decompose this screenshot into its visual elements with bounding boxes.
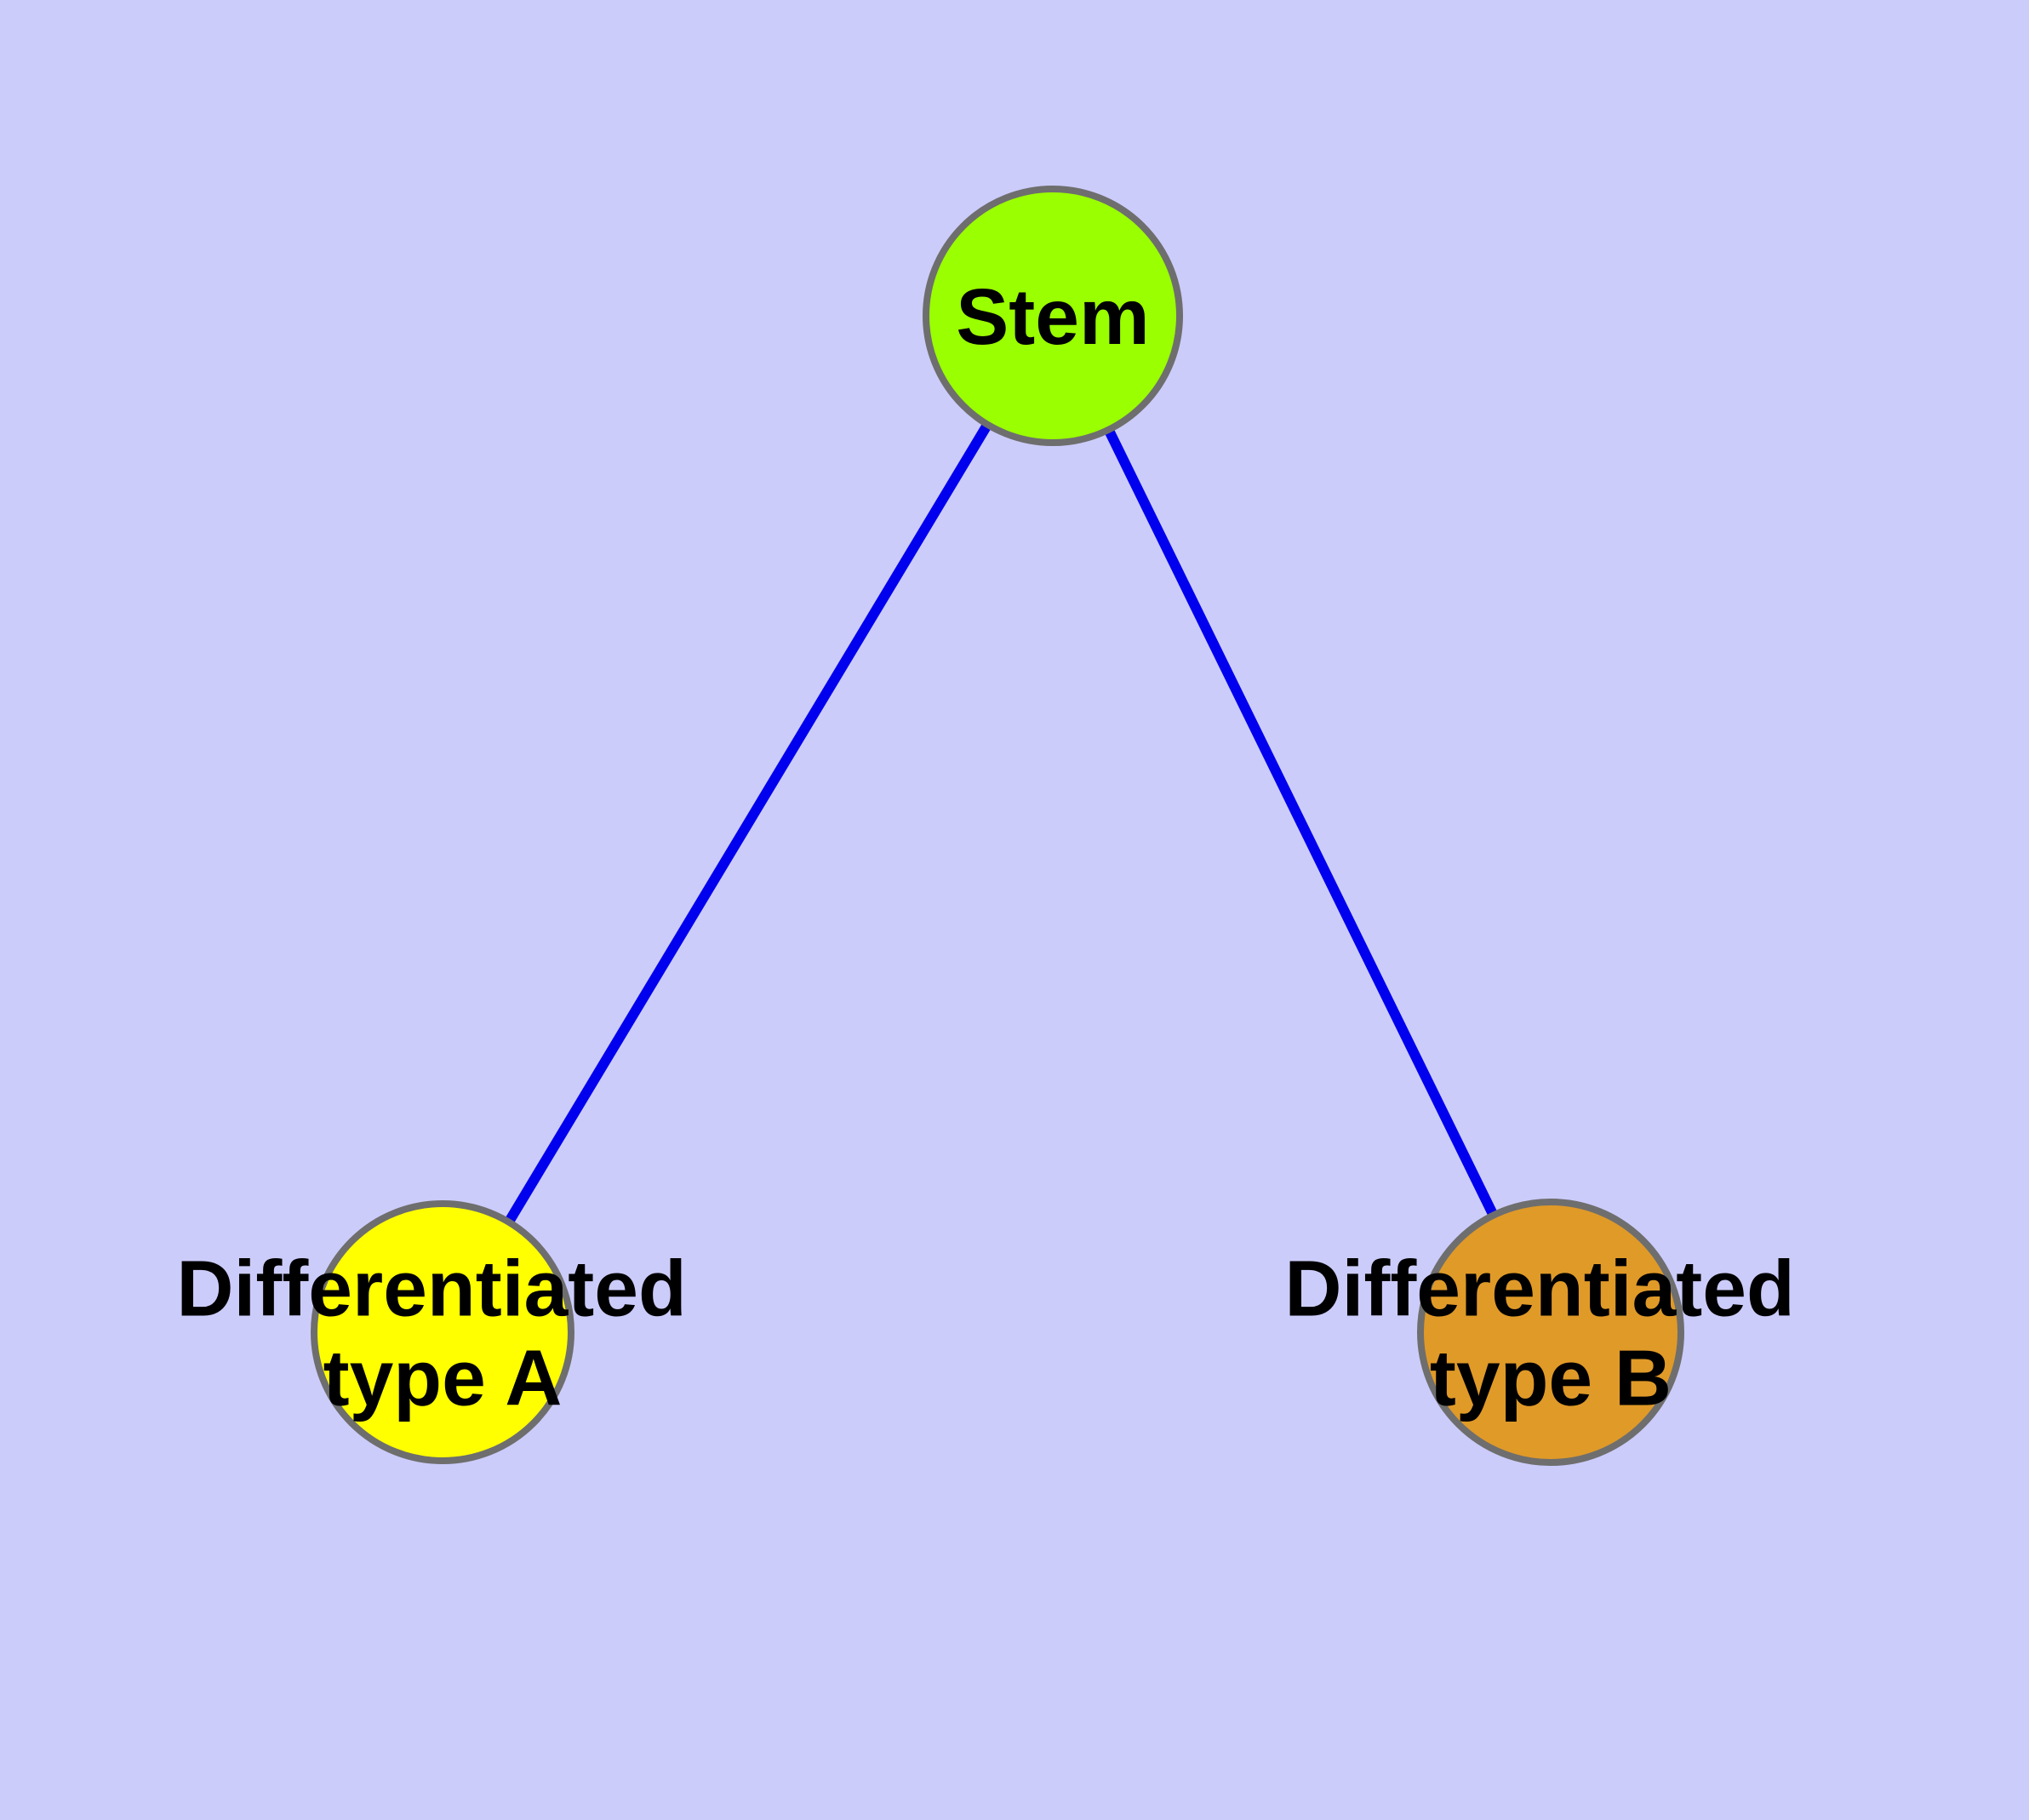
node-stem-circle[interactable] <box>923 186 1183 446</box>
node-differentiated-type-b-label: Differentiated type B <box>1284 1244 1816 1422</box>
node-stem-label: Stem <box>956 272 1149 361</box>
node-differentiated-type-b-circle[interactable] <box>1417 1199 1684 1466</box>
node-differentiated-type-a-circle[interactable] <box>311 1200 574 1464</box>
edge-stem-to-differentiated-type-a[interactable] <box>504 421 992 1225</box>
labels-group: Stem Differentiated type A Differentiate… <box>176 272 1816 1422</box>
node-differentiated-type-b-label-line-2: type B <box>1430 1334 1672 1422</box>
node-differentiated-type-b[interactable] <box>1417 1199 1684 1466</box>
node-differentiated-type-a-label-line-1: Differentiated <box>176 1244 686 1332</box>
node-differentiated-type-a-label: Differentiated type A <box>176 1244 708 1422</box>
node-stem[interactable] <box>923 186 1183 446</box>
node-differentiated-type-a[interactable] <box>311 1200 574 1464</box>
node-differentiated-type-a-label-line-2: type A <box>323 1334 563 1422</box>
edge-stem-to-differentiated-type-b[interactable] <box>1104 427 1499 1218</box>
node-differentiated-type-b-label-line-1: Differentiated <box>1284 1244 1794 1332</box>
edges-group <box>504 421 1499 1225</box>
node-stem-label-line-1: Stem <box>956 272 1149 361</box>
nodes-group <box>311 186 1684 1466</box>
